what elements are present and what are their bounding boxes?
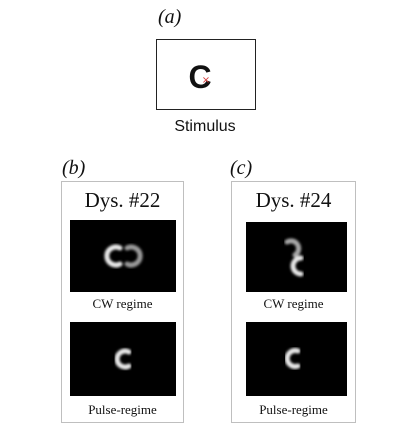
panel-b-cw-caption: CW regime [92,296,153,311]
panel-b-pulse-image [70,322,176,396]
perceived-c-left [104,244,123,268]
panel-c-pulse-caption: Pulse-regime [259,402,328,417]
panel-a-label: (a) [158,6,182,28]
panel-b-card: Dys. #22 CW regime Pulse-regime [61,181,184,423]
panel-c-pulse-image [246,322,347,396]
panel-b-cw-drawing [104,244,143,268]
panel-b-title: Dys. #22 [84,188,161,212]
stimulus-drawing: C × [188,59,211,95]
perceived-c-right [124,244,143,268]
panel-c-card: Dys. #24 CW regime Pulse-regime [231,181,356,423]
panel-b-pulse-drawing [114,348,132,370]
panel-b-pulse-caption: Pulse-regime [88,402,157,417]
perceived-c [284,348,301,369]
panel-b-label: (b) [62,157,86,179]
panel-c-title: Dys. #24 [255,188,332,212]
panel-c-cw-image [246,222,347,292]
perceived-c-lower [290,255,304,277]
stimulus-caption: Stimulus [174,118,236,135]
panel-c-label: (c) [230,157,253,179]
fixation-mark: × [202,75,210,86]
panel-c-cw-caption: CW regime [263,296,324,311]
panel-c-cw-drawing [284,238,304,277]
panel-b-cw-image [70,220,176,292]
stimulus-glyph: C [188,59,211,95]
panel-c-pulse-drawing [284,348,301,369]
stimulus-frame: C × [156,39,256,110]
perceived-c [114,348,132,370]
perceived-c-upper [284,238,302,258]
